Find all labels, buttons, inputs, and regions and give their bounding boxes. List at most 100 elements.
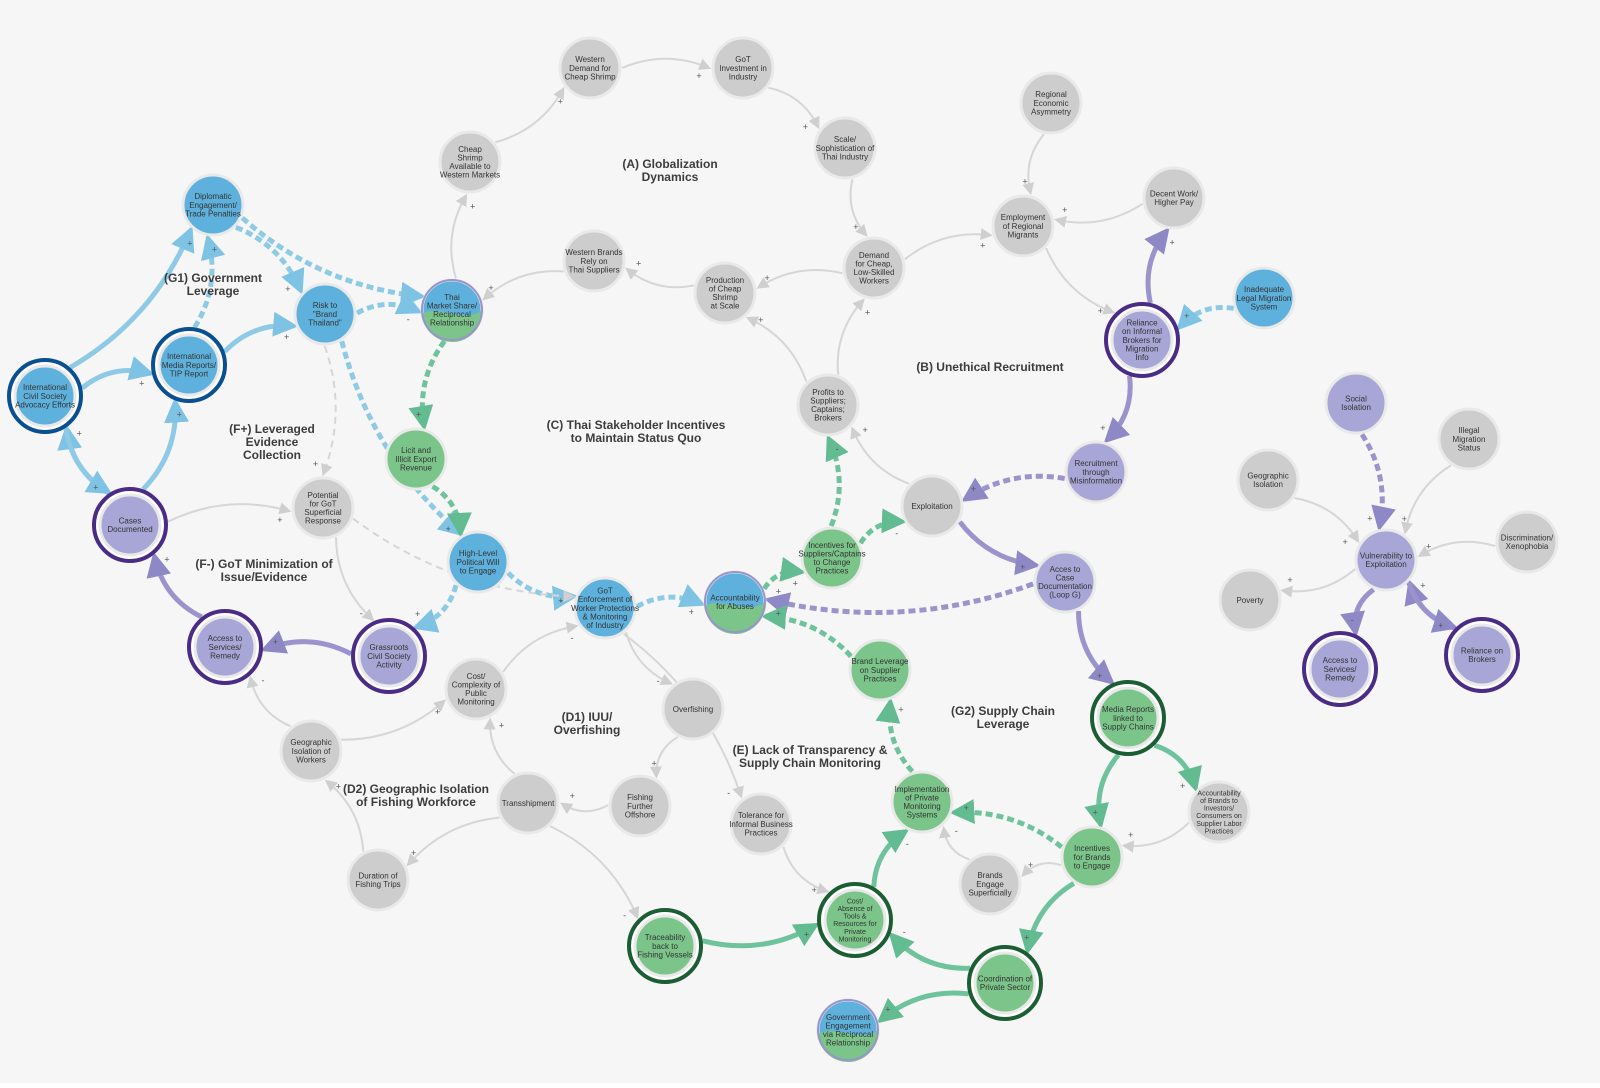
edge-polarity-sign: + — [416, 409, 421, 419]
edge-vulnerability-to-access-services-r — [1340, 587, 1376, 638]
edge-polarity-sign: + — [964, 803, 969, 813]
edge-cases-documented-to-intl-civil — [57, 424, 111, 496]
edge-access-case-doc-to-media-reports-supply — [1076, 610, 1116, 685]
edge-exploitation-to-profits-suppliers — [850, 426, 910, 485]
edge-polarity-sign: + — [1028, 860, 1033, 870]
edge-polarity-sign: + — [285, 284, 290, 294]
edge-polarity-sign: + — [636, 259, 641, 269]
edge-profits-suppliers-to-production-cheap — [745, 316, 808, 382]
edge-polarity-sign: - — [657, 676, 660, 686]
edge-polarity-sign: + — [980, 241, 985, 251]
edge-scale-sophistication-to-demand-cheap — [849, 178, 868, 237]
edge-polarity-sign: + — [415, 609, 420, 619]
edges-layer: ++++++++++++++++++++++--++++++++-+-+-+-+… — [57, 57, 1496, 1024]
edge-polarity-sign: + — [336, 781, 341, 791]
edge-cases-documented-to-intl-media — [141, 397, 189, 492]
edge-reliance-informal-to-decent-work — [1144, 227, 1170, 304]
edge-polarity-sign: + — [77, 428, 82, 438]
edge-polarity-sign: - — [727, 788, 730, 798]
edge-media-reports-supply-to-incentives-brands — [1084, 753, 1121, 830]
edge-polarity-sign: - — [836, 444, 839, 454]
edge-transshipment-to-traceability — [549, 825, 640, 920]
edge-polarity-sign: + — [488, 283, 493, 293]
edge-grassroots-to-access-services-l — [260, 630, 353, 657]
edge-access-services-l-to-cases-documented — [146, 551, 203, 620]
edge-incentives-brands-to-implementation-private — [949, 798, 1064, 850]
edge-polarity-sign: + — [1342, 537, 1347, 547]
edge-cases-documented-to-potential-got — [167, 502, 292, 523]
edge-accountability-abuses-to-incentives-suppliers — [762, 556, 806, 591]
edge-illegal-migration-to-vulnerability — [1401, 464, 1452, 535]
edge-reliance-brokers-to-vulnerability — [1404, 579, 1456, 631]
edge-polarity-sign: + — [1287, 575, 1292, 585]
edge-polarity-sign: + — [1097, 671, 1102, 681]
edge-cost-complexity-to-got-enforcement — [502, 621, 579, 673]
edge-profits-suppliers-to-demand-cheap — [836, 298, 865, 375]
edge-intl-civil-to-diplomatic-engagement — [68, 225, 195, 370]
edge-brand-leverage-to-accountability-abuses — [760, 604, 853, 659]
edge-polarity-sign: + — [804, 930, 809, 940]
edge-transshipment-to-cost-complexity — [483, 717, 516, 775]
edge-got-investment-to-scale-sophistication — [767, 86, 820, 130]
edge-accountability-brands-to-incentives-brands — [1121, 821, 1190, 853]
edge-high-level-political-to-grassroots — [411, 584, 459, 633]
edge-polarity-sign: + — [139, 378, 144, 388]
edge-polarity-sign: + — [212, 245, 217, 255]
edge-western-brands-to-thai-market-share — [482, 270, 564, 301]
edge-polarity-sign: + — [758, 315, 763, 325]
edge-traceability-to-cost-absence-tools — [701, 922, 820, 949]
node-label: Discrimination/Xenophobia — [1501, 534, 1554, 552]
edge-intl-civil-to-cases-documented — [63, 427, 113, 495]
edge-reliance-informal-to-recruitment-misinfo — [1103, 375, 1133, 444]
edge-polarity-sign: + — [558, 96, 563, 106]
edge-polarity-sign: + — [277, 515, 282, 525]
node-overfishing: Overfishing — [661, 677, 725, 741]
edge-polarity-sign: + — [558, 596, 563, 606]
edge-brands-engage-superficially-to-implementation-private — [939, 825, 970, 861]
edge-polarity-sign: - — [1351, 615, 1354, 625]
edge-got-enforcement-to-overfishing — [625, 631, 673, 686]
edge-thai-market-share-to-licit-illicit — [408, 339, 447, 431]
edge-coordination-private-to-government-engagement — [876, 990, 969, 1024]
edge-production-cheap-to-western-brands — [625, 267, 695, 289]
edge-polarity-sign: + — [411, 848, 416, 858]
edge-intl-media-to-diplomatic-engagement — [192, 233, 226, 329]
